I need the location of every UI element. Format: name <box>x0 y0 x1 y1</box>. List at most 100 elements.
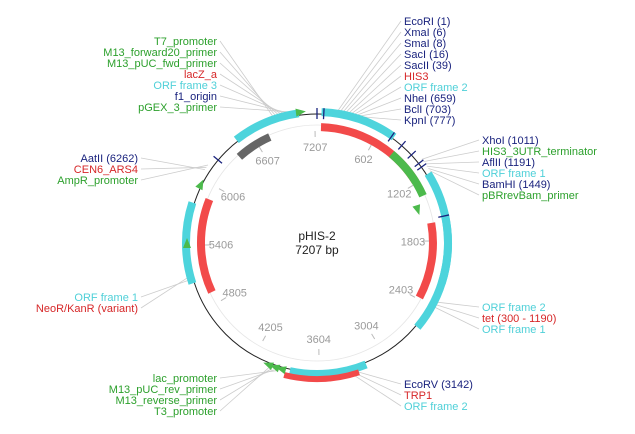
leader-line <box>219 369 274 390</box>
leader-line <box>354 86 402 115</box>
trp1-arc <box>288 360 368 378</box>
leader-line <box>359 108 402 117</box>
site-mark-5 <box>414 159 424 168</box>
tick-mark <box>258 146 263 153</box>
label-bottom-right-2: ORF frame 2 <box>404 401 468 413</box>
tick-mark <box>220 297 227 302</box>
tick-label: 7207 <box>303 142 327 154</box>
label-top-right-1: XmaI (6) <box>404 27 446 39</box>
label-right-lower-1: tet (300 - 1190) <box>482 313 556 325</box>
label-right-upper-3: ORF frame 1 <box>482 168 546 180</box>
leader-line <box>219 106 290 113</box>
tet-arc <box>415 222 437 300</box>
tick-mark <box>262 335 267 342</box>
label-bottom-left-2: M13_reverse_primer <box>116 395 218 407</box>
leader-line <box>140 164 209 181</box>
t7-promoter-arrow <box>295 108 306 117</box>
leader-line <box>421 139 480 160</box>
leader-line <box>337 20 402 111</box>
label-top-right-6: ORF frame 2 <box>404 82 468 94</box>
leader-line <box>219 367 269 412</box>
label-top-right-9: KpnI (777) <box>404 115 455 127</box>
trp1-red-arc <box>283 369 360 382</box>
label-top-left-5: f1_origin <box>175 91 217 103</box>
tick-label: 4805 <box>222 287 246 299</box>
leader-line <box>340 31 402 112</box>
label-top-left-2: M13_pUC_fwd_primer <box>107 58 217 70</box>
tick-mark <box>409 293 416 298</box>
leader-line <box>219 368 272 401</box>
leader-line <box>219 40 274 117</box>
label-right-upper-5: pBRrevBam_primer <box>482 190 579 202</box>
label-top-right-7: NheI (659) <box>404 93 456 105</box>
leader-line <box>219 51 276 116</box>
orf-frame3-arc <box>233 109 300 143</box>
leader-line <box>425 161 480 165</box>
label-bottom-left-1: M13_pUC_rev_primer <box>109 384 218 396</box>
leader-line <box>355 370 402 385</box>
leader-line <box>429 170 480 196</box>
label-bottom-left-3: T3_promoter <box>154 406 217 418</box>
leader-line <box>434 306 480 330</box>
leader-line <box>426 165 480 174</box>
label-right-upper-0: XhoI (1011) <box>482 135 539 147</box>
label-right-upper-4: BamHI (1449) <box>482 179 550 191</box>
leader-line <box>435 304 480 319</box>
label-left-lower-1: NeoR/KanR (variant) <box>36 303 138 315</box>
leader-line <box>140 280 189 298</box>
tick-label: 2403 <box>389 285 413 297</box>
tick-label: 3004 <box>354 320 378 332</box>
plasmid-name: pHIS-2 <box>298 229 336 243</box>
pbr-primer-arrow <box>412 204 421 215</box>
lac-promoter-arrow-3 <box>263 362 275 371</box>
label-top-left-1: M13_forward20_primer <box>103 47 217 59</box>
tick-label: 6607 <box>255 156 279 168</box>
tick-label: 1803 <box>401 236 425 248</box>
leader-line <box>343 42 402 112</box>
orf-frame2-low-arc <box>414 214 452 330</box>
label-right-lower-0: ORF frame 2 <box>482 302 546 314</box>
feature-labels: T7_promoterM13_forward20_primerM13_pUC_f… <box>36 16 597 418</box>
tick-mark <box>371 333 376 340</box>
leader-line <box>356 97 402 116</box>
leader-line <box>437 301 480 308</box>
tick-mark <box>407 184 414 189</box>
neor-arc <box>196 198 216 294</box>
label-bottom-right-1: TRP1 <box>404 390 432 402</box>
tick-mark <box>367 144 372 151</box>
label-left-mid-2: AmpR_promoter <box>57 175 138 187</box>
leader-line <box>350 372 402 407</box>
amp-arrow-2 <box>183 238 191 248</box>
label-bottom-left-0: lac_promoter <box>153 373 218 385</box>
label-top-left-6: pGEX_3_primer <box>138 102 217 114</box>
site-mark-7 <box>438 214 450 218</box>
label-top-right-2: SmaI (8) <box>404 38 446 50</box>
label-right-upper-1: HIS3_3UTR_terminator <box>482 146 597 158</box>
site-mark-1 <box>322 108 325 120</box>
leader-line <box>352 371 402 396</box>
leader-line <box>140 277 188 309</box>
leader-line <box>219 84 284 114</box>
leader-line <box>351 75 402 114</box>
leader-line <box>362 116 402 121</box>
label-bottom-right-0: EcoRV (3142) <box>404 379 473 391</box>
tick-label: 602 <box>354 154 372 166</box>
leader-line <box>423 150 480 162</box>
site-mark-8 <box>213 155 223 164</box>
his3-utr-arc <box>388 151 427 198</box>
feature-arcs <box>182 108 452 382</box>
tick-label: 5406 <box>209 240 233 252</box>
label-left-mid-1: CEN6_ARS4 <box>74 164 138 176</box>
label-right-upper-2: AflII (1191) <box>482 157 535 169</box>
label-top-left-4: ORF frame 3 <box>153 80 217 92</box>
restriction-site-marks <box>213 108 450 218</box>
site-mark-3 <box>397 140 407 150</box>
label-top-left-0: T7_promoter <box>154 36 217 48</box>
site-mark-6 <box>416 163 427 171</box>
label-left-lower-0: ORF frame 1 <box>74 292 138 304</box>
leader-line <box>428 168 480 185</box>
tick-mark <box>218 188 225 193</box>
tick-label: 6006 <box>221 192 245 204</box>
label-right-lower-2: ORF frame 1 <box>482 324 546 336</box>
tick-label: 1202 <box>387 189 411 201</box>
